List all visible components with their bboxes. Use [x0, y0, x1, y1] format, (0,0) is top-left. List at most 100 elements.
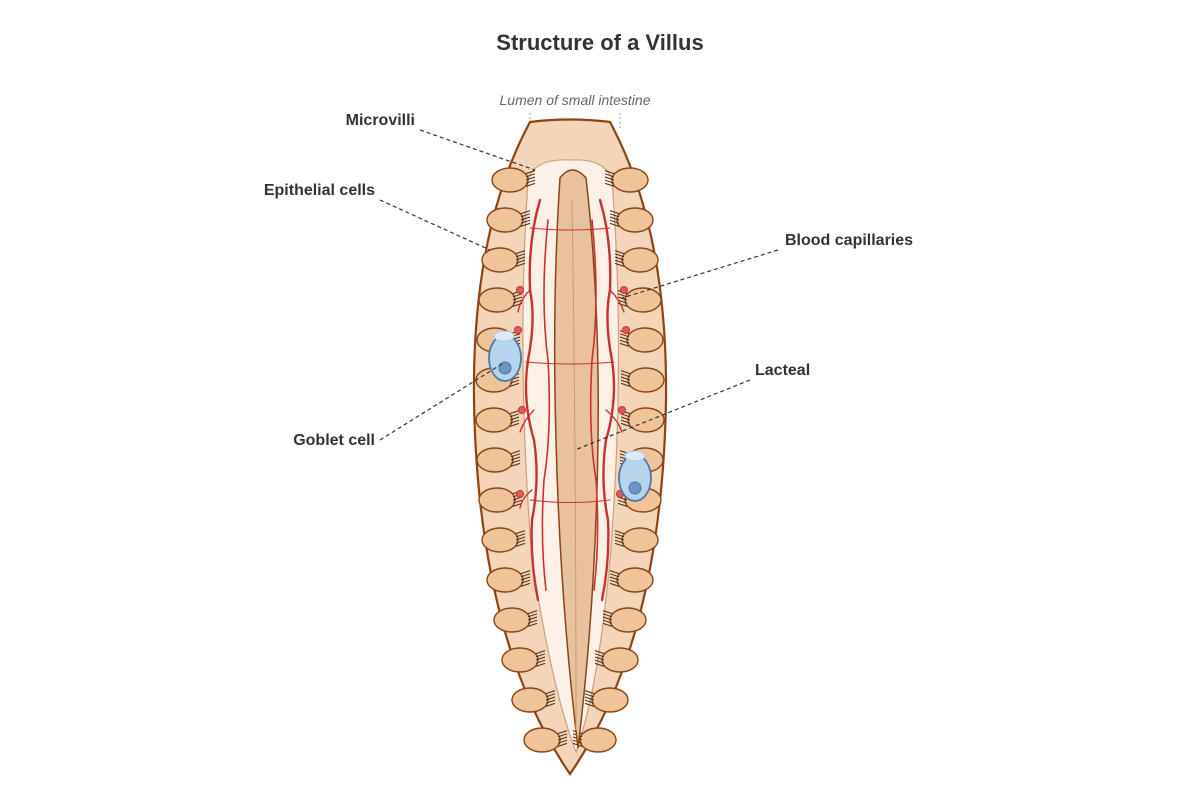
microvillus — [557, 730, 568, 735]
capillary-node — [514, 326, 522, 334]
capillary-node — [620, 286, 628, 294]
epithelial-cell — [478, 287, 516, 313]
microvillus — [614, 542, 625, 547]
microvillus — [525, 182, 536, 187]
label-lacteal: Lacteal — [755, 362, 810, 379]
microvillus — [617, 296, 628, 301]
microvillus — [512, 499, 523, 504]
goblet-cell-right — [618, 450, 652, 502]
microvillus — [515, 250, 526, 255]
microvillus — [594, 653, 605, 658]
microvillus — [614, 250, 625, 255]
capillary-nodes — [514, 286, 630, 498]
label-microvilli: Microvilli — [346, 112, 415, 129]
label-goblet-cell: Goblet cell — [293, 432, 375, 449]
microvillus — [584, 699, 595, 704]
leader-epithelial-cells — [379, 199, 491, 251]
capillary-node — [622, 326, 630, 334]
epithelial-cell — [476, 447, 514, 473]
microvillus — [594, 656, 605, 661]
microvillus — [520, 570, 531, 575]
microvillus — [617, 502, 628, 507]
capillary-branch-1 — [517, 289, 531, 313]
epithelial-cell — [491, 167, 529, 193]
leader-lacteal — [574, 379, 751, 451]
microvillus — [527, 619, 538, 624]
microvillus — [617, 299, 628, 304]
capillary-branch-5 — [519, 489, 533, 509]
microvillus — [512, 299, 523, 304]
leader-goblet-cell — [379, 361, 506, 441]
epithelial-cell — [579, 727, 617, 753]
epithelial-cell — [478, 487, 516, 513]
microvillus — [545, 696, 556, 701]
microvillus — [525, 176, 536, 181]
microvillus — [594, 659, 605, 664]
microvillus — [527, 610, 538, 615]
capillary-network — [517, 198, 625, 602]
microvillus — [614, 259, 625, 264]
capillary-right-main — [598, 198, 616, 602]
microvillus — [619, 336, 630, 341]
epithelial-cell — [626, 327, 664, 353]
microvillus — [557, 736, 568, 741]
microvillus — [602, 622, 613, 627]
epithelial-cell — [486, 207, 524, 233]
microvillus — [545, 693, 556, 698]
lacteal-center-line — [571, 199, 577, 731]
microvillus — [614, 262, 625, 267]
microvillus — [620, 382, 631, 387]
microvillus — [509, 422, 520, 427]
epithelial-cell — [523, 727, 561, 753]
microvillus — [557, 733, 568, 738]
microvillus — [527, 616, 538, 621]
epithelial-cell — [611, 167, 649, 193]
microvillus — [604, 179, 615, 184]
capillary-cross-3 — [529, 499, 611, 503]
microvillus — [620, 370, 631, 375]
label-epithelial-cells: Epithelial cells — [264, 182, 375, 199]
microvillus — [535, 662, 546, 667]
microvillus — [609, 216, 620, 221]
microvillus — [520, 222, 531, 227]
microvillus — [515, 539, 526, 544]
microvillus — [614, 536, 625, 541]
lumen-label: Lumen of small intestine — [500, 92, 651, 108]
capillary-cross-1 — [529, 227, 611, 231]
microvillus — [510, 450, 521, 455]
microvillus — [617, 302, 628, 307]
microvillus — [509, 413, 520, 418]
microvillus — [527, 622, 538, 627]
capillary-node — [618, 406, 626, 414]
microvillus — [527, 613, 538, 618]
microvillus — [520, 213, 531, 218]
microvillus — [609, 582, 620, 587]
microvillus — [594, 662, 605, 667]
microvillus — [614, 530, 625, 535]
microvillus — [602, 616, 613, 621]
microvillus — [602, 613, 613, 618]
microvillus — [520, 210, 531, 215]
capillary-cross-2 — [525, 361, 615, 365]
microvillus — [594, 650, 605, 655]
leader-microvilli — [419, 129, 536, 171]
microvillus — [520, 573, 531, 578]
microvillus — [509, 410, 520, 415]
capillary-node — [518, 406, 526, 414]
leader-blood-capillaries — [621, 249, 779, 299]
epithelial-cell — [627, 407, 665, 433]
epithelial-cell — [481, 247, 519, 273]
microvillus — [602, 610, 613, 615]
microvillus — [509, 416, 520, 421]
microvillus — [520, 582, 531, 587]
microvillus — [525, 173, 536, 178]
microvillus — [515, 256, 526, 261]
microvillus — [609, 573, 620, 578]
capillary-node — [516, 490, 524, 498]
microvillus — [609, 210, 620, 215]
diagram-title: Structure of a Villus — [496, 30, 703, 55]
goblet-cell-mucus-cap — [493, 330, 515, 342]
microvillus — [512, 293, 523, 298]
microvillus — [545, 690, 556, 695]
